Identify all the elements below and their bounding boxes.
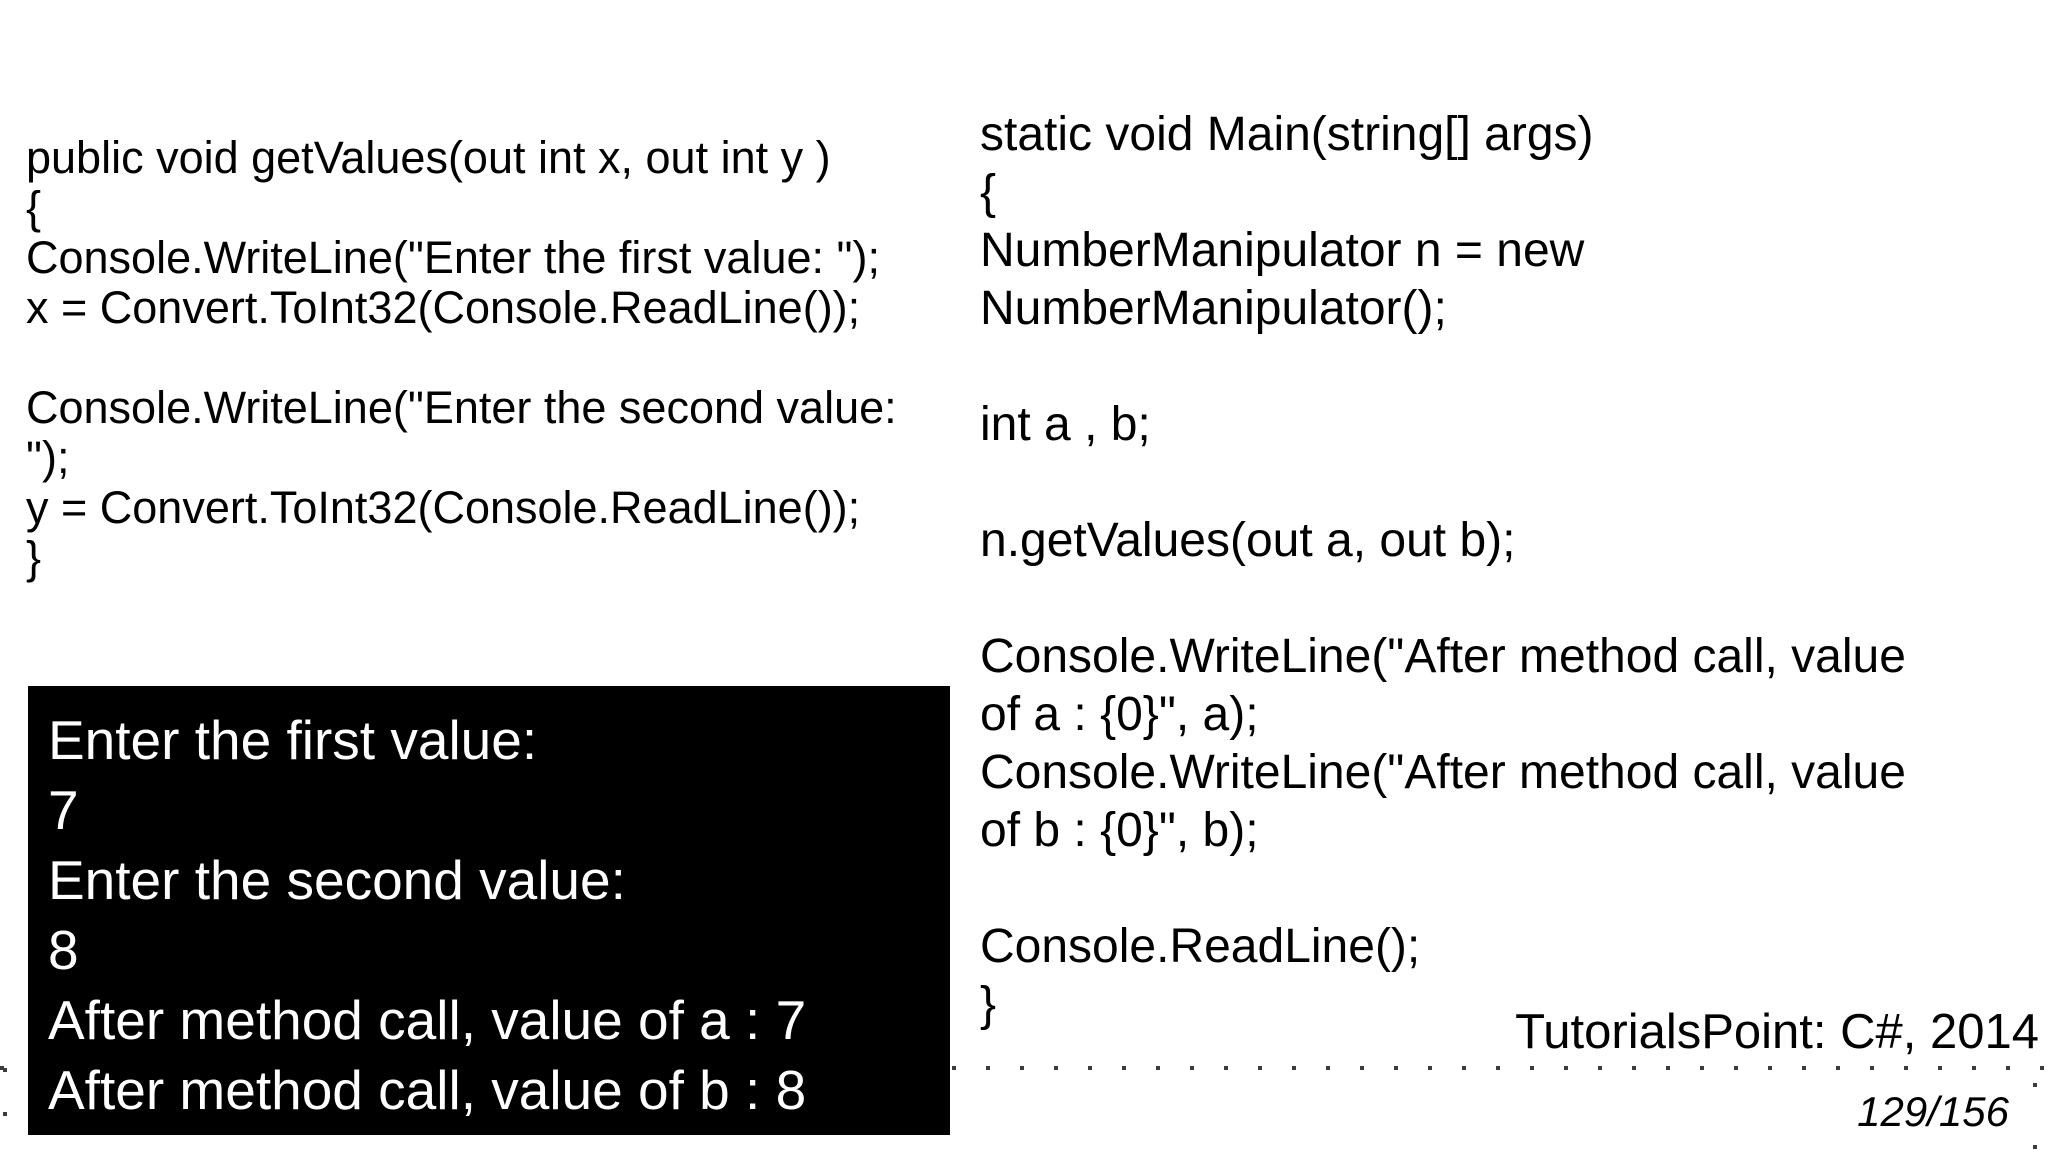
console-output-box: Enter the first value: 7 Enter the secon… bbox=[28, 686, 950, 1135]
console-line: After method call, value of b : 8 bbox=[48, 1059, 807, 1121]
code-line: Console.WriteLine("Enter the first value… bbox=[26, 232, 880, 283]
console-line: 8 bbox=[48, 919, 79, 981]
console-line: Enter the first value: bbox=[48, 709, 538, 771]
code-line: { bbox=[980, 166, 997, 219]
code-line: "); bbox=[26, 432, 70, 483]
code-line: Console.ReadLine(); bbox=[980, 920, 1421, 973]
page-number: 129/156 bbox=[1857, 1088, 2009, 1135]
code-line bbox=[26, 333, 897, 383]
edge-dots-right bbox=[2033, 1083, 2037, 1150]
code-line: NumberManipulator(); bbox=[980, 282, 1447, 335]
right-code-block: static void Main(string[] args) { Number… bbox=[980, 106, 1906, 1034]
code-line: public void getValues(out int x, out int… bbox=[26, 132, 831, 183]
code-line bbox=[980, 570, 1906, 628]
console-line: 7 bbox=[48, 779, 79, 841]
code-line: Console.WriteLine("After method call, va… bbox=[980, 746, 1906, 799]
dotted-separator-line bbox=[0, 1066, 2048, 1070]
code-line: int a , b; bbox=[980, 398, 1151, 451]
code-line: static void Main(string[] args) bbox=[980, 108, 1594, 161]
code-line: Console.WriteLine("After method call, va… bbox=[980, 630, 1906, 683]
edge-dots-left bbox=[3, 1068, 7, 1150]
console-line: Enter the second value: bbox=[48, 849, 626, 911]
code-line bbox=[980, 454, 1906, 512]
code-line bbox=[980, 338, 1906, 396]
code-line: Console.WriteLine("Enter the second valu… bbox=[26, 382, 897, 433]
code-line: of b : {0}", b); bbox=[980, 804, 1259, 857]
code-line: { bbox=[26, 182, 42, 233]
code-line: NumberManipulator n = new bbox=[980, 224, 1585, 277]
left-code-block: public void getValues(out int x, out int… bbox=[26, 133, 897, 583]
code-line: x = Convert.ToInt32(Console.ReadLine()); bbox=[26, 282, 861, 333]
code-line: of a : {0}", a); bbox=[980, 688, 1259, 741]
code-line: } bbox=[26, 532, 42, 583]
code-line: n.getValues(out a, out b); bbox=[980, 514, 1516, 567]
code-line bbox=[980, 860, 1906, 918]
code-line: } bbox=[980, 978, 997, 1031]
code-line: y = Convert.ToInt32(Console.ReadLine()); bbox=[26, 482, 861, 533]
footer-attribution: TutorialsPoint: C#, 2014 bbox=[1515, 1005, 2039, 1059]
console-line: After method call, value of a : 7 bbox=[48, 989, 807, 1051]
